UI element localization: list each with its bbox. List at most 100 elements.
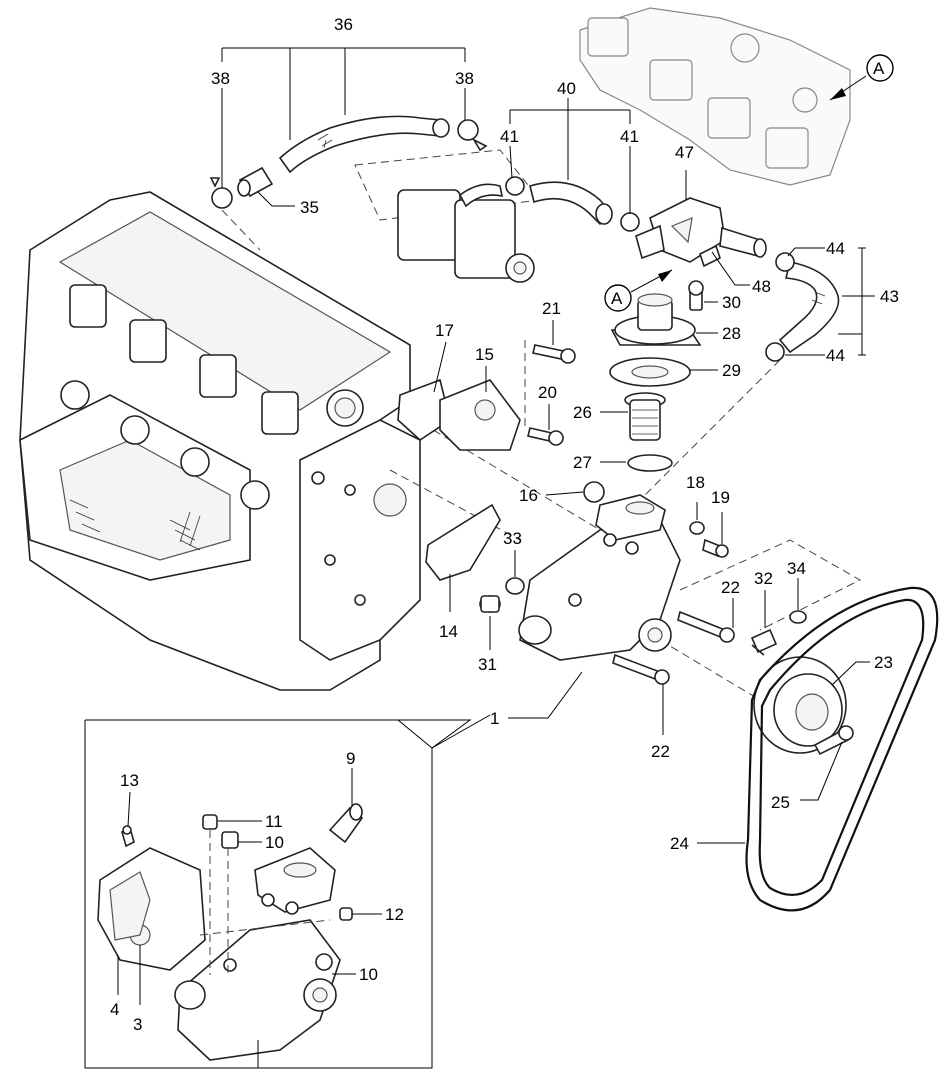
callout-41-left: 41 [500,127,519,179]
gasket-29 [609,357,691,387]
svg-text:1: 1 [490,709,499,728]
hose-clamp-41-right [620,212,640,232]
callout-19: 19 [711,488,730,544]
svg-text:9: 9 [346,749,355,768]
svg-text:38: 38 [211,69,230,88]
hose-clamp-44-top [775,252,795,272]
washer-33 [505,577,525,595]
svg-text:16: 16 [519,486,538,505]
svg-text:32: 32 [754,569,773,588]
callout-10-lower: 10 [332,965,378,984]
plug-10-upper [221,831,239,849]
svg-text:23: 23 [874,653,893,672]
v-belt-24 [745,586,939,912]
callout-1: 1 [490,671,583,728]
plug-12 [339,907,353,921]
bolt-22-upper [677,610,735,643]
hose-40 [529,181,613,226]
water-outlet-15 [439,379,521,451]
o-ring-27 [627,454,673,472]
callout-40: 40 [509,79,631,180]
svg-text:41: 41 [620,127,639,146]
svg-text:48: 48 [752,277,771,296]
callout-17: 17 [433,321,454,393]
callout-34: 34 [787,559,806,610]
water-pump-assembly-1 [518,494,681,661]
svg-text:15: 15 [475,345,494,364]
svg-text:19: 19 [711,488,730,507]
hose-clamp-38-right [457,119,488,152]
plug-11 [202,814,218,830]
callout-4: 4 [110,955,119,1019]
svg-text:43: 43 [880,287,899,306]
svg-text:24: 24 [670,834,689,853]
reference-marker-a-top: A [829,54,894,101]
callout-9: 9 [346,749,355,806]
gasket-14 [425,503,501,581]
callout-11: 11 [218,812,283,831]
callout-3: 3 [133,945,142,1034]
callout-33: 33 [503,529,522,577]
svg-text:27: 27 [573,453,592,472]
gasket-3 [109,871,151,941]
callout-10-upper: 10 [238,833,284,852]
svg-text:47: 47 [675,143,694,162]
thermostat-26 [624,392,666,441]
exhaust-manifold [579,7,851,186]
reference-marker-a-mid: A [604,269,673,312]
callout-41-right: 41 [620,127,639,214]
callout-35: 35 [257,191,319,217]
svg-text:3: 3 [133,1015,142,1034]
callout-43: 43 [838,247,899,356]
svg-text:44: 44 [826,239,845,258]
callout-47: 47 [675,143,694,200]
inset-guide-lines [199,830,331,975]
svg-text:31: 31 [478,655,497,674]
svg-text:20: 20 [538,383,557,402]
svg-text:12: 12 [385,905,404,924]
callout-31: 31 [478,616,497,674]
callout-16: 16 [519,486,584,505]
egr-connector-47 [635,197,767,268]
pump-body-inset [174,847,341,1061]
gasket-17 [397,378,451,442]
callout-28: 28 [696,324,741,343]
svg-text:26: 26 [573,403,592,422]
svg-text:28: 28 [722,324,741,343]
callout-44-top: 44 [787,239,845,258]
callout-22-lower: 22 [651,684,670,761]
svg-text:22: 22 [651,742,670,761]
o-ring-16 [583,481,605,503]
svg-text:18: 18 [686,473,705,492]
callout-44-bottom: 44 [785,346,845,365]
bolt-19 [702,538,729,558]
bolt-21 [532,344,576,364]
callout-32: 32 [754,569,773,628]
callout-29: 29 [690,361,741,380]
svg-text:A: A [873,59,885,78]
egr-cooler [354,149,541,283]
callout-20: 20 [538,383,557,430]
svg-text:A: A [611,289,623,308]
screw-13 [121,825,135,848]
assembly-guide-lines [221,209,862,701]
callout-25: 25 [771,741,843,812]
temperature-sensor-32 [750,628,778,656]
svg-text:35: 35 [300,198,319,217]
callout-13: 13 [120,771,139,827]
callout-18: 18 [686,473,705,520]
hose-clamp-41-left [505,176,525,196]
callout-38-right: 38 [455,69,474,120]
svg-text:4: 4 [110,1000,119,1019]
svg-text:41: 41 [500,127,519,146]
plug-10-lower [315,953,333,971]
plug-31 [479,595,501,613]
svg-text:25: 25 [771,793,790,812]
svg-text:38: 38 [455,69,474,88]
svg-text:33: 33 [503,529,522,548]
callout-23: 23 [831,653,893,686]
callout-14: 14 [439,574,458,641]
svg-text:44: 44 [826,346,845,365]
callout-30: 30 [704,293,741,312]
